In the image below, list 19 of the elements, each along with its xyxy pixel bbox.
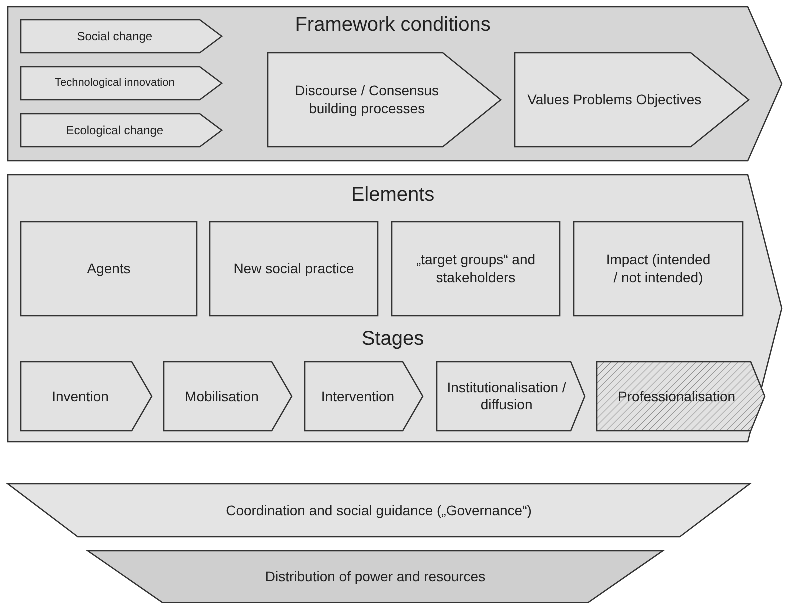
box-label: Values Problems Objectives (526, 91, 703, 109)
box-label: Technological innovation (54, 76, 176, 90)
heading: Framework conditions (294, 13, 492, 38)
box-label: Professionalisation (617, 388, 737, 406)
box-label: „target groups“ and stakeholders (415, 252, 537, 286)
box-label: Intervention (320, 388, 396, 406)
box-label: Coordination and social guidance („Governance“) (225, 502, 533, 520)
box-label: Distribution of power and resources (264, 568, 487, 586)
box-label: Discourse / Consensus building processes (294, 82, 440, 118)
heading: Elements (350, 183, 436, 208)
box-label: Social change (76, 29, 154, 44)
heading: Stages (360, 327, 426, 352)
box-label: Mobilisation (184, 388, 260, 406)
box-label: Impact (intended / not intended) (605, 252, 712, 286)
box-label: Ecological change (65, 123, 165, 138)
box-label: New social practice (232, 260, 356, 278)
box-label: Invention (51, 388, 110, 406)
box-label: Agents (86, 260, 132, 278)
box-label: Institutionalisation / diffusion (446, 379, 568, 414)
